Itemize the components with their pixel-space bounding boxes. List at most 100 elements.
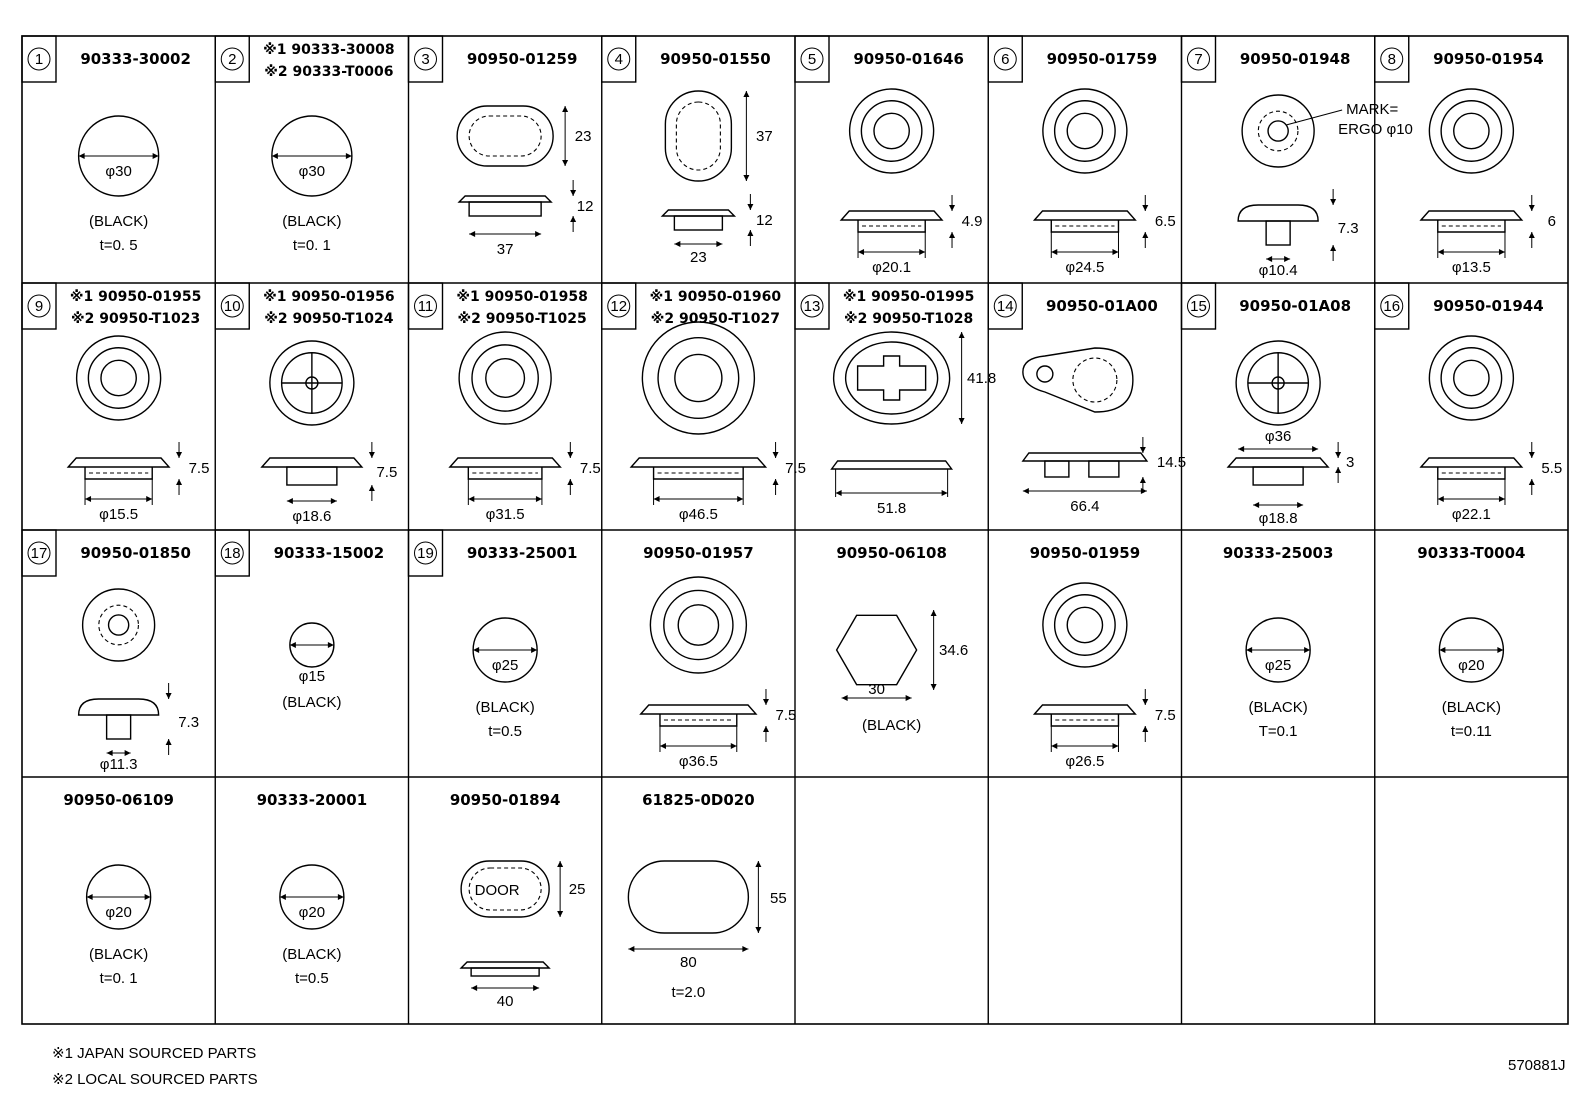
grommet-outer <box>1235 340 1321 426</box>
height-label: 6.5 <box>1155 213 1176 230</box>
diameter-label: φ46.5 <box>679 506 718 523</box>
arrow-head <box>1528 232 1535 238</box>
height-label: 7.5 <box>1155 707 1176 724</box>
index-box <box>214 529 250 577</box>
door-mark: DOOR <box>475 882 520 899</box>
height-label: 7.5 <box>776 707 797 724</box>
grommet-flange <box>448 457 562 468</box>
key-hole <box>856 355 927 401</box>
arrow-head <box>858 249 865 255</box>
part-number-local: ※2 90950-T1027 <box>651 311 780 327</box>
part-number: 90333-30002 <box>80 50 191 68</box>
arrow-head <box>919 249 926 255</box>
grommet-flange <box>1226 457 1330 468</box>
note: (BLACK) <box>282 694 341 711</box>
arrow-head <box>743 91 750 97</box>
arrow-head <box>762 726 769 732</box>
grommet-inner <box>468 867 542 911</box>
grommet-hole <box>1453 359 1490 397</box>
grommet-inner <box>468 115 542 157</box>
arrow-head <box>567 452 574 458</box>
index-box <box>21 282 57 330</box>
index-circle <box>220 294 244 318</box>
arrow-head <box>1284 256 1291 262</box>
arrow-head <box>176 479 183 485</box>
arrow-head <box>762 699 769 705</box>
index-number: 16 <box>1383 298 1400 315</box>
arrow-head <box>755 861 762 867</box>
grommet-flange <box>839 210 944 221</box>
index-circle <box>220 541 244 565</box>
index-number: 14 <box>997 298 1014 315</box>
arrow-head <box>562 160 569 166</box>
note: (BLACK) <box>282 213 341 230</box>
note: (BLACK) <box>476 699 535 716</box>
arrow-head <box>949 205 956 211</box>
arrow-head <box>279 894 286 900</box>
part-number-local: ※2 90950-T1028 <box>844 311 973 327</box>
grommet-outer <box>458 331 552 425</box>
arrow-head <box>1142 726 1149 732</box>
grommet-flange <box>639 704 758 715</box>
arrow-head <box>1437 249 1444 255</box>
grommet-hole <box>1066 606 1104 644</box>
index-number: 15 <box>1190 298 1207 315</box>
index-circle <box>1380 47 1404 71</box>
grommet-ring <box>860 100 923 162</box>
arrow-head <box>557 861 564 867</box>
arrow-head <box>1253 502 1260 508</box>
height-label: 3 <box>1346 454 1354 471</box>
arrow-head <box>1497 647 1504 653</box>
note: t=2.0 <box>671 984 705 1001</box>
index-box <box>794 282 830 330</box>
note: t=0.11 <box>1451 723 1492 740</box>
index-number: 2 <box>228 51 236 68</box>
grommet-outer <box>1241 94 1315 168</box>
grommet-flange <box>1021 452 1149 462</box>
part-number: 90950-06109 <box>63 791 174 809</box>
arrow-head <box>1335 452 1342 458</box>
arrow-head <box>835 490 842 496</box>
arrow-head <box>1266 256 1273 262</box>
index-circle <box>414 294 437 318</box>
grommet-hole <box>1267 120 1289 142</box>
arrow-head <box>1330 245 1337 251</box>
arrow-head <box>176 452 183 458</box>
diameter-label: φ20 <box>299 904 325 921</box>
footnote-local: ※2 LOCAL SOURCED PARTS <box>52 1071 258 1088</box>
part-number-japan: ※1 90333-30008 <box>263 42 394 58</box>
index-number: 12 <box>610 298 627 315</box>
grommet-body <box>468 201 542 217</box>
arrow-head <box>327 642 334 648</box>
index-circle <box>800 294 824 318</box>
arrow-head <box>330 498 337 504</box>
arrow-head <box>535 496 542 502</box>
arrow-head <box>471 985 478 991</box>
height-label: 41.8 <box>967 370 996 387</box>
arrow-head <box>557 911 564 917</box>
arrow-head <box>368 452 375 458</box>
grommet-stem <box>105 714 132 740</box>
grommet-flange <box>66 457 171 468</box>
arrow-head <box>1439 647 1446 653</box>
part-number: 90950-01957 <box>643 544 754 562</box>
arrow-head <box>841 695 848 701</box>
diameter-label: φ13.5 <box>1452 259 1491 276</box>
part-number: 90950-01646 <box>853 50 964 68</box>
arrow-head <box>473 647 480 653</box>
diameter-label: φ20.1 <box>872 259 911 276</box>
part-number: 90950-01959 <box>1030 544 1141 562</box>
arrow-head <box>930 684 937 690</box>
diameter-label: φ22.1 <box>1452 506 1491 523</box>
grommet-flange <box>457 195 553 203</box>
hex-plug <box>835 614 918 686</box>
arrow-head <box>1246 647 1253 653</box>
height-label: 12 <box>577 198 594 215</box>
